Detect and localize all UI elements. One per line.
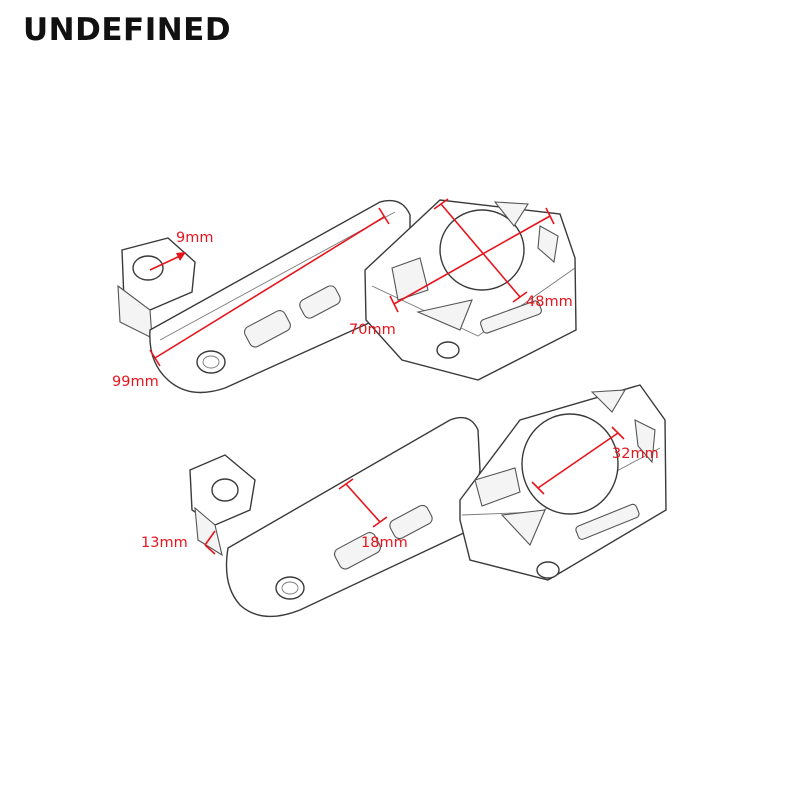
top-peg-mount — [117, 199, 577, 394]
dimension-label-arm-length: 99mm — [112, 374, 159, 390]
dimension-label-clamp-width: 48mm — [526, 294, 573, 310]
dimension-label-arm-width: 18mm — [361, 535, 408, 551]
bottom-peg-mount — [189, 384, 667, 618]
brand-title: UNDEFINED — [23, 12, 232, 48]
dimension-label-clamp-bore: 32mm — [612, 446, 659, 462]
dimension-label-clamp-length: 70mm — [349, 322, 396, 338]
dimension-lines — [149, 198, 625, 555]
dimension-label-mount-slot: 13mm — [141, 535, 188, 551]
dimension-label-bolt-hole: 9mm — [176, 230, 214, 246]
